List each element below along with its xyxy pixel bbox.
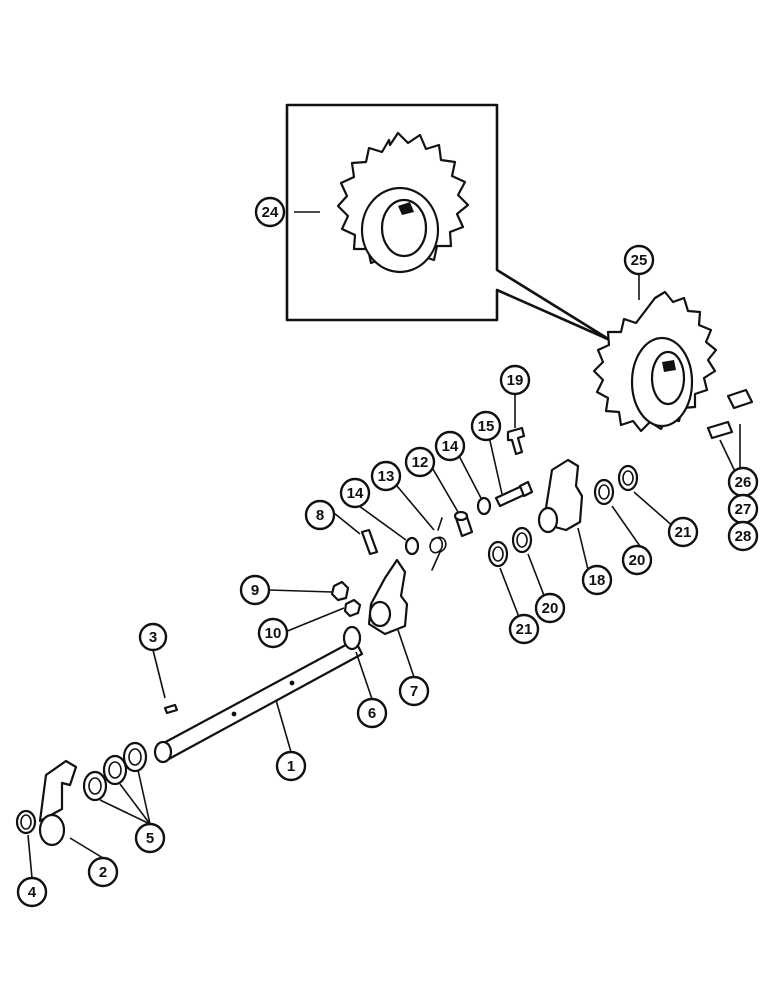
svg-text:14: 14 xyxy=(347,485,364,502)
bearing-20-lower xyxy=(511,526,533,554)
callout-19: 19 xyxy=(499,364,531,396)
callout-7: 7 xyxy=(398,675,430,707)
arm-2 xyxy=(38,759,78,847)
callout-12: 12 xyxy=(404,446,436,478)
callout-2: 2 xyxy=(87,856,119,888)
nut-10 xyxy=(343,598,362,618)
shaft-1 xyxy=(153,638,364,764)
bolt-9 xyxy=(330,580,350,602)
svg-text:3: 3 xyxy=(149,629,157,646)
callout-6: 6 xyxy=(356,697,388,729)
callout-20-upper: 20 xyxy=(621,544,653,576)
bearing-20-upper xyxy=(593,478,615,506)
svg-text:20: 20 xyxy=(629,552,646,569)
callout-26: 26 xyxy=(727,466,759,498)
svg-text:6: 6 xyxy=(368,705,376,722)
callout-8: 8 xyxy=(304,499,336,531)
arm-7 xyxy=(367,558,409,636)
bearing-21-lower xyxy=(487,540,509,568)
callout-24: 24 xyxy=(254,196,286,228)
callout-28: 28 xyxy=(727,520,759,552)
svg-text:4: 4 xyxy=(28,884,37,901)
bolt-15 xyxy=(494,480,534,508)
callout-27: 27 xyxy=(727,493,759,525)
leader-lines xyxy=(27,211,741,879)
svg-text:7: 7 xyxy=(410,683,418,700)
washers-5 xyxy=(82,741,148,802)
sprocket-25 xyxy=(592,290,718,433)
svg-text:19: 19 xyxy=(507,372,524,389)
svg-text:14: 14 xyxy=(442,438,459,455)
o-ring-6 xyxy=(342,625,362,651)
svg-text:9: 9 xyxy=(251,582,259,599)
svg-text:21: 21 xyxy=(516,621,533,638)
callout-3: 3 xyxy=(138,622,168,652)
callout-10: 10 xyxy=(257,617,289,649)
callout-18: 18 xyxy=(581,564,613,596)
svg-text:13: 13 xyxy=(378,468,395,485)
callout-13: 13 xyxy=(370,460,402,492)
callout-14-left: 14 xyxy=(339,477,371,509)
svg-text:18: 18 xyxy=(589,572,606,589)
svg-text:24: 24 xyxy=(262,204,279,221)
svg-text:1: 1 xyxy=(287,758,295,775)
callout-25: 25 xyxy=(623,244,655,276)
svg-text:12: 12 xyxy=(412,454,429,471)
callout-21-lower: 21 xyxy=(508,613,540,645)
pin-3 xyxy=(163,703,179,715)
svg-text:28: 28 xyxy=(735,528,752,545)
callout-9: 9 xyxy=(239,574,271,606)
callout-14-right: 14 xyxy=(434,430,466,462)
svg-text:10: 10 xyxy=(265,625,282,642)
callout-15: 15 xyxy=(470,410,502,442)
washer-14-right xyxy=(476,496,492,516)
svg-text:2: 2 xyxy=(99,864,107,881)
callout-1: 1 xyxy=(275,750,307,782)
snap-ring-4 xyxy=(15,809,37,835)
callout-5: 5 xyxy=(134,822,166,854)
screw-19 xyxy=(506,426,526,456)
callout-20-lower: 20 xyxy=(534,592,566,624)
svg-text:15: 15 xyxy=(478,418,495,435)
svg-text:8: 8 xyxy=(316,507,324,524)
keys-26-27-28 xyxy=(706,388,754,440)
spring-13 xyxy=(429,517,447,571)
svg-text:5: 5 xyxy=(146,830,154,847)
svg-text:27: 27 xyxy=(735,501,752,518)
bushing-12 xyxy=(453,510,474,538)
svg-text:26: 26 xyxy=(735,474,752,491)
svg-text:25: 25 xyxy=(631,252,648,269)
washer-14-left xyxy=(404,536,420,556)
pin-8 xyxy=(360,528,379,556)
svg-text:21: 21 xyxy=(675,524,692,541)
arm-18 xyxy=(537,458,584,534)
bearing-21-upper xyxy=(617,464,639,492)
callout-4: 4 xyxy=(16,876,48,908)
sprocket-24 xyxy=(336,131,470,274)
svg-text:20: 20 xyxy=(542,600,559,617)
callout-21-upper: 21 xyxy=(667,516,699,548)
